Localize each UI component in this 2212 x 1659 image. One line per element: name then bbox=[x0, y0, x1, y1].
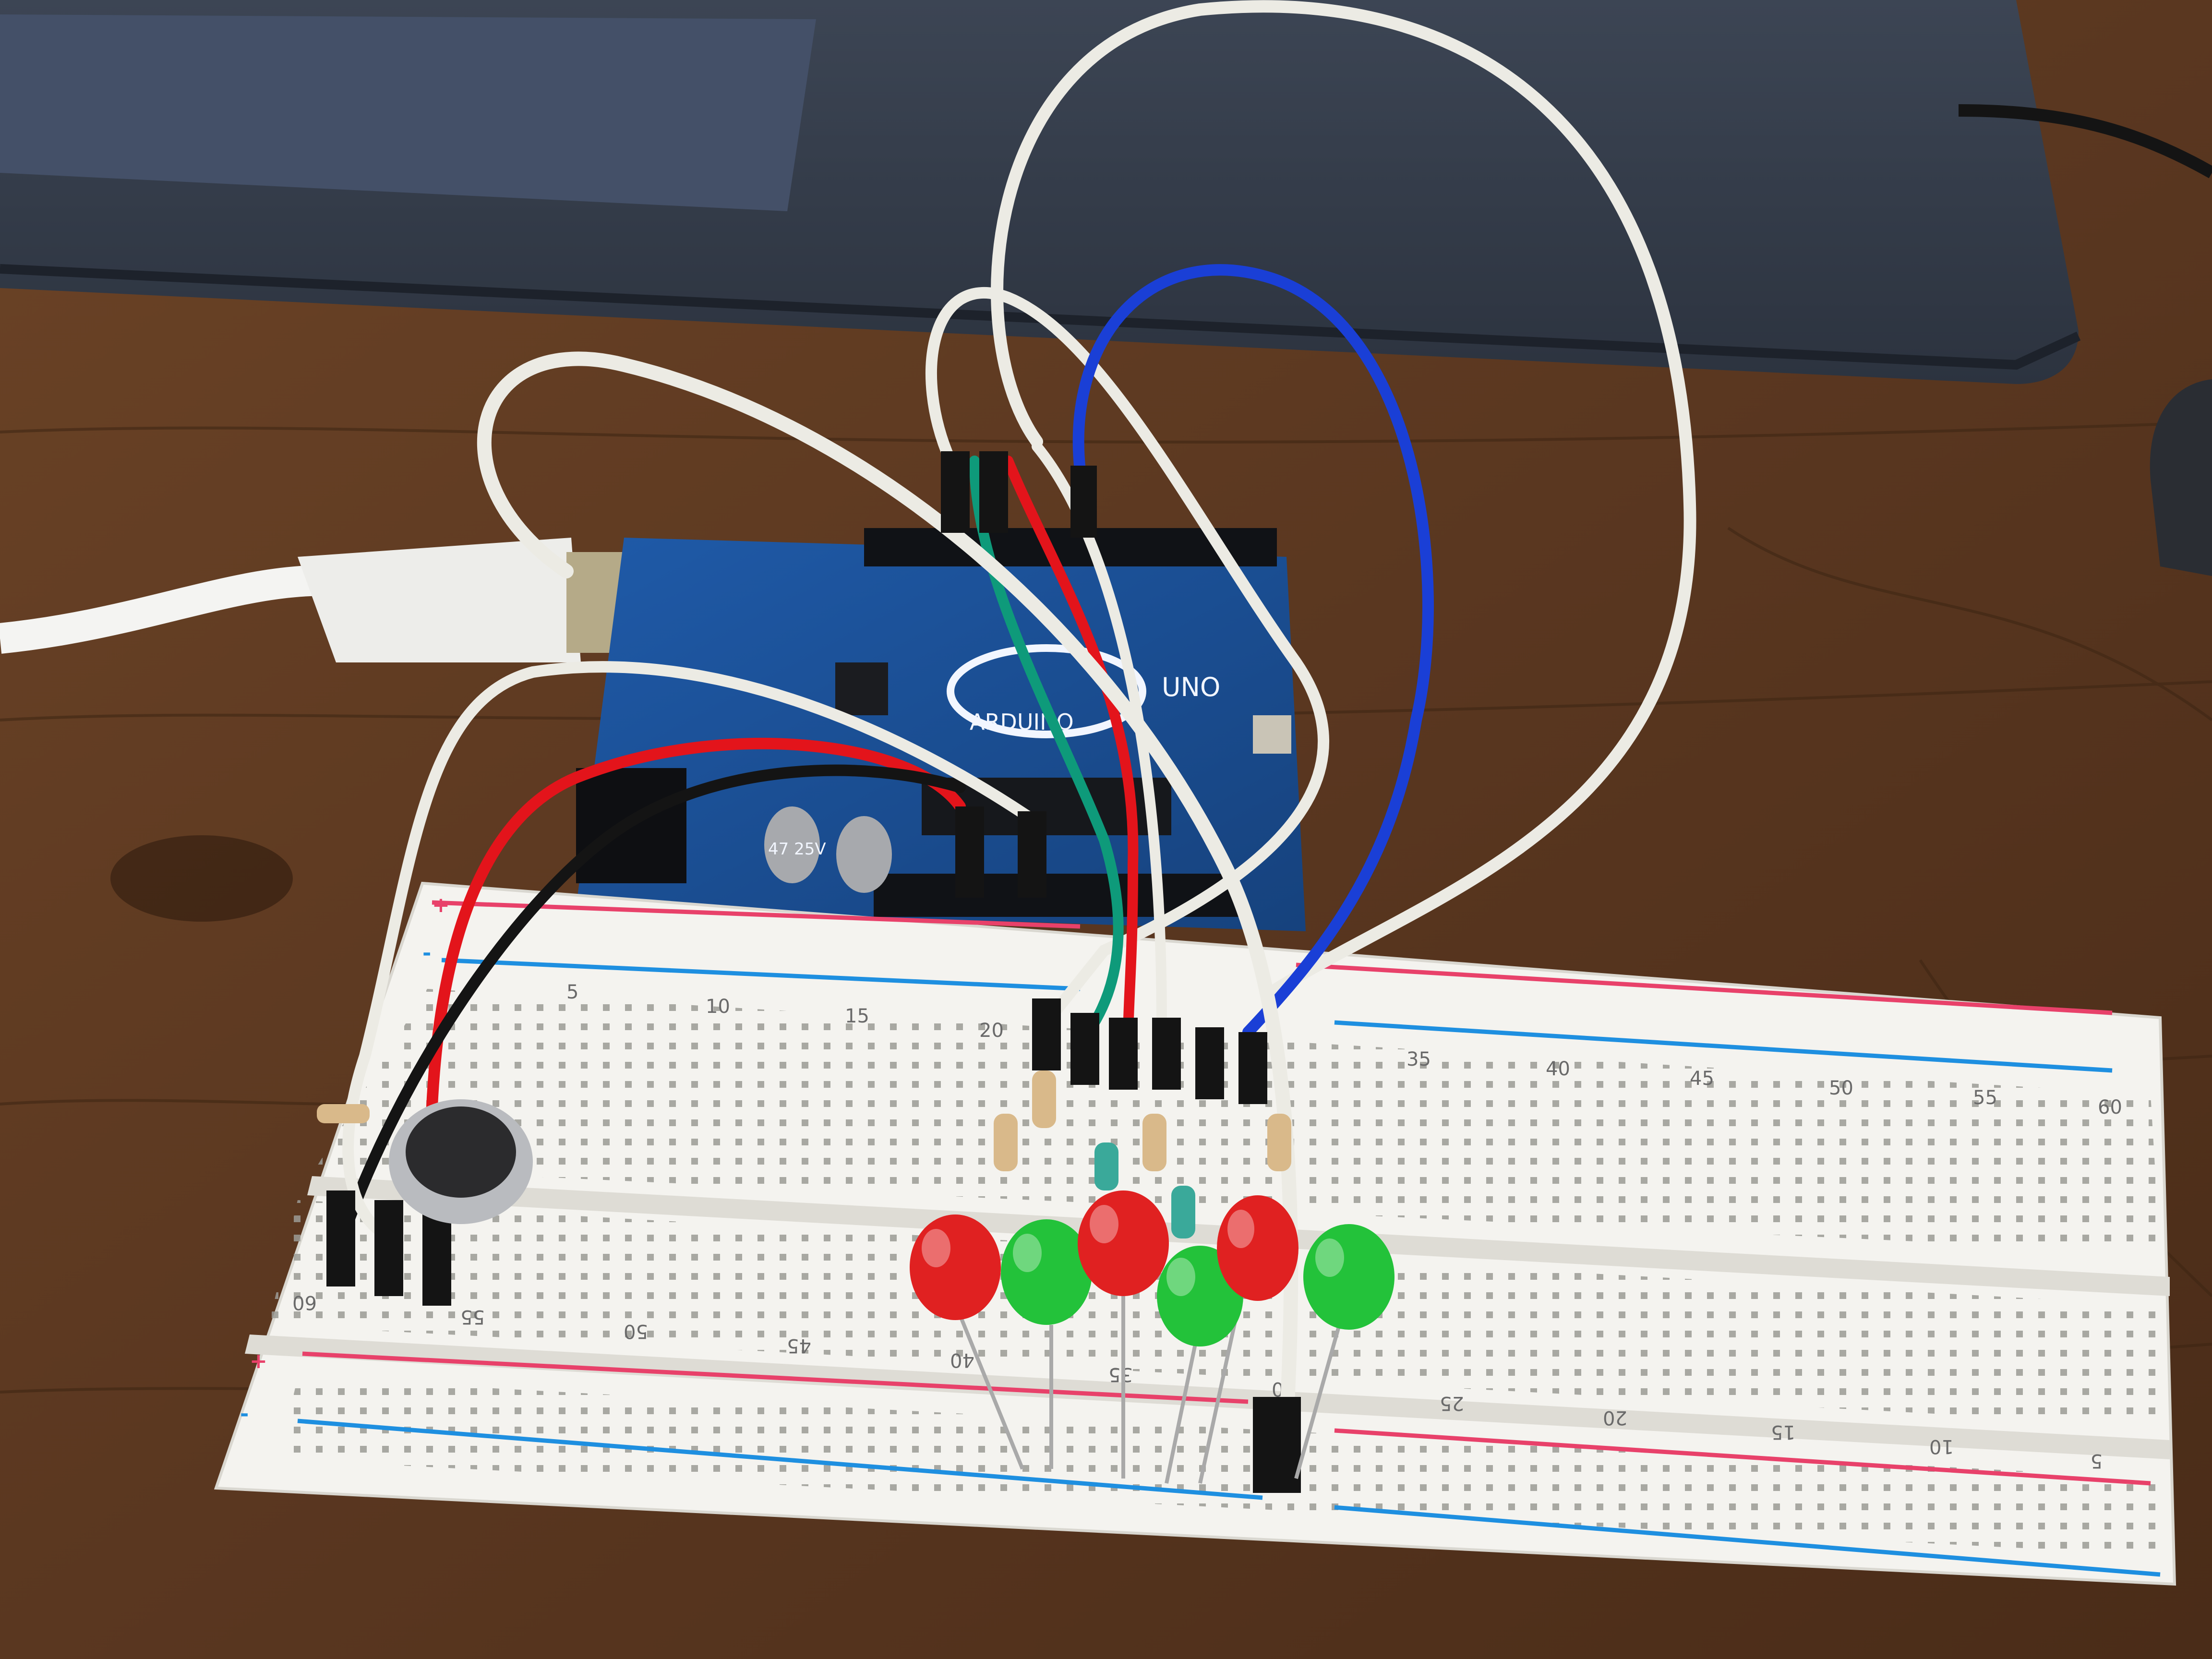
svg-text:20: 20 bbox=[1603, 1407, 1627, 1429]
svg-text:55: 55 bbox=[1973, 1087, 1997, 1109]
reset-button bbox=[1253, 715, 1291, 754]
led-leads bbox=[958, 1296, 1341, 1484]
svg-text:45: 45 bbox=[1690, 1068, 1714, 1090]
laptop-trackpad bbox=[0, 14, 816, 211]
rail-minus-top: - bbox=[422, 941, 431, 965]
resistors bbox=[317, 1070, 1291, 1238]
column-labels-top: 5 10 15 20 35 40 45 50 55 60 bbox=[566, 981, 2122, 1118]
led-green-1 bbox=[1001, 1219, 1092, 1325]
capacitor-label: 47 25V bbox=[768, 840, 826, 859]
svg-text:40: 40 bbox=[950, 1349, 974, 1371]
usb-plug bbox=[298, 538, 581, 662]
svg-text:20: 20 bbox=[979, 1020, 1004, 1042]
computer-mouse bbox=[2150, 379, 2212, 576]
small-chip bbox=[835, 662, 888, 715]
svg-text:10: 10 bbox=[706, 996, 730, 1018]
arduino-model-text: UNO bbox=[1162, 672, 1220, 702]
svg-text:60: 60 bbox=[2098, 1096, 2122, 1118]
power-rails bbox=[297, 900, 2161, 1577]
svg-text:5: 5 bbox=[566, 981, 578, 1003]
svg-text:25: 25 bbox=[1440, 1392, 1464, 1414]
led-green-3 bbox=[1303, 1224, 1395, 1330]
rail-minus-bottom: - bbox=[240, 1402, 249, 1426]
svg-text:50: 50 bbox=[624, 1320, 648, 1342]
svg-text:35: 35 bbox=[1407, 1048, 1431, 1070]
svg-text:15: 15 bbox=[845, 1005, 869, 1027]
microphone-mesh bbox=[406, 1106, 516, 1198]
laptop-edge bbox=[0, 264, 2081, 370]
laptop-cable bbox=[1958, 104, 2212, 179]
wood-knot bbox=[110, 835, 293, 922]
usb-cable bbox=[0, 565, 337, 654]
arduino-logo bbox=[947, 644, 1146, 738]
capacitors bbox=[764, 806, 892, 893]
led-red-3 bbox=[1217, 1195, 1298, 1301]
svg-text:15: 15 bbox=[1771, 1421, 1795, 1443]
svg-text:50: 50 bbox=[1829, 1077, 1853, 1099]
rail-plus-bottom: + bbox=[250, 1349, 267, 1373]
led-red-2 bbox=[1078, 1190, 1169, 1296]
svg-text:10: 10 bbox=[1929, 1435, 1954, 1457]
svg-text:35: 35 bbox=[1108, 1363, 1133, 1385]
breadboard-rail-divider bbox=[245, 1334, 2170, 1459]
svg-text:5: 5 bbox=[2091, 1450, 2103, 1472]
breadboard-hole-grid-top bbox=[317, 989, 2160, 1253]
pin-headers bbox=[326, 451, 1301, 1493]
svg-text:45: 45 bbox=[787, 1334, 811, 1357]
breadboard-hole-grid-rail bbox=[278, 1378, 2165, 1555]
svg-text:60: 60 bbox=[292, 1291, 317, 1313]
rail-plus-top: + bbox=[432, 893, 450, 917]
led-red-1 bbox=[910, 1214, 1001, 1320]
svg-text:40: 40 bbox=[1546, 1058, 1570, 1080]
svg-text:55: 55 bbox=[460, 1306, 485, 1328]
